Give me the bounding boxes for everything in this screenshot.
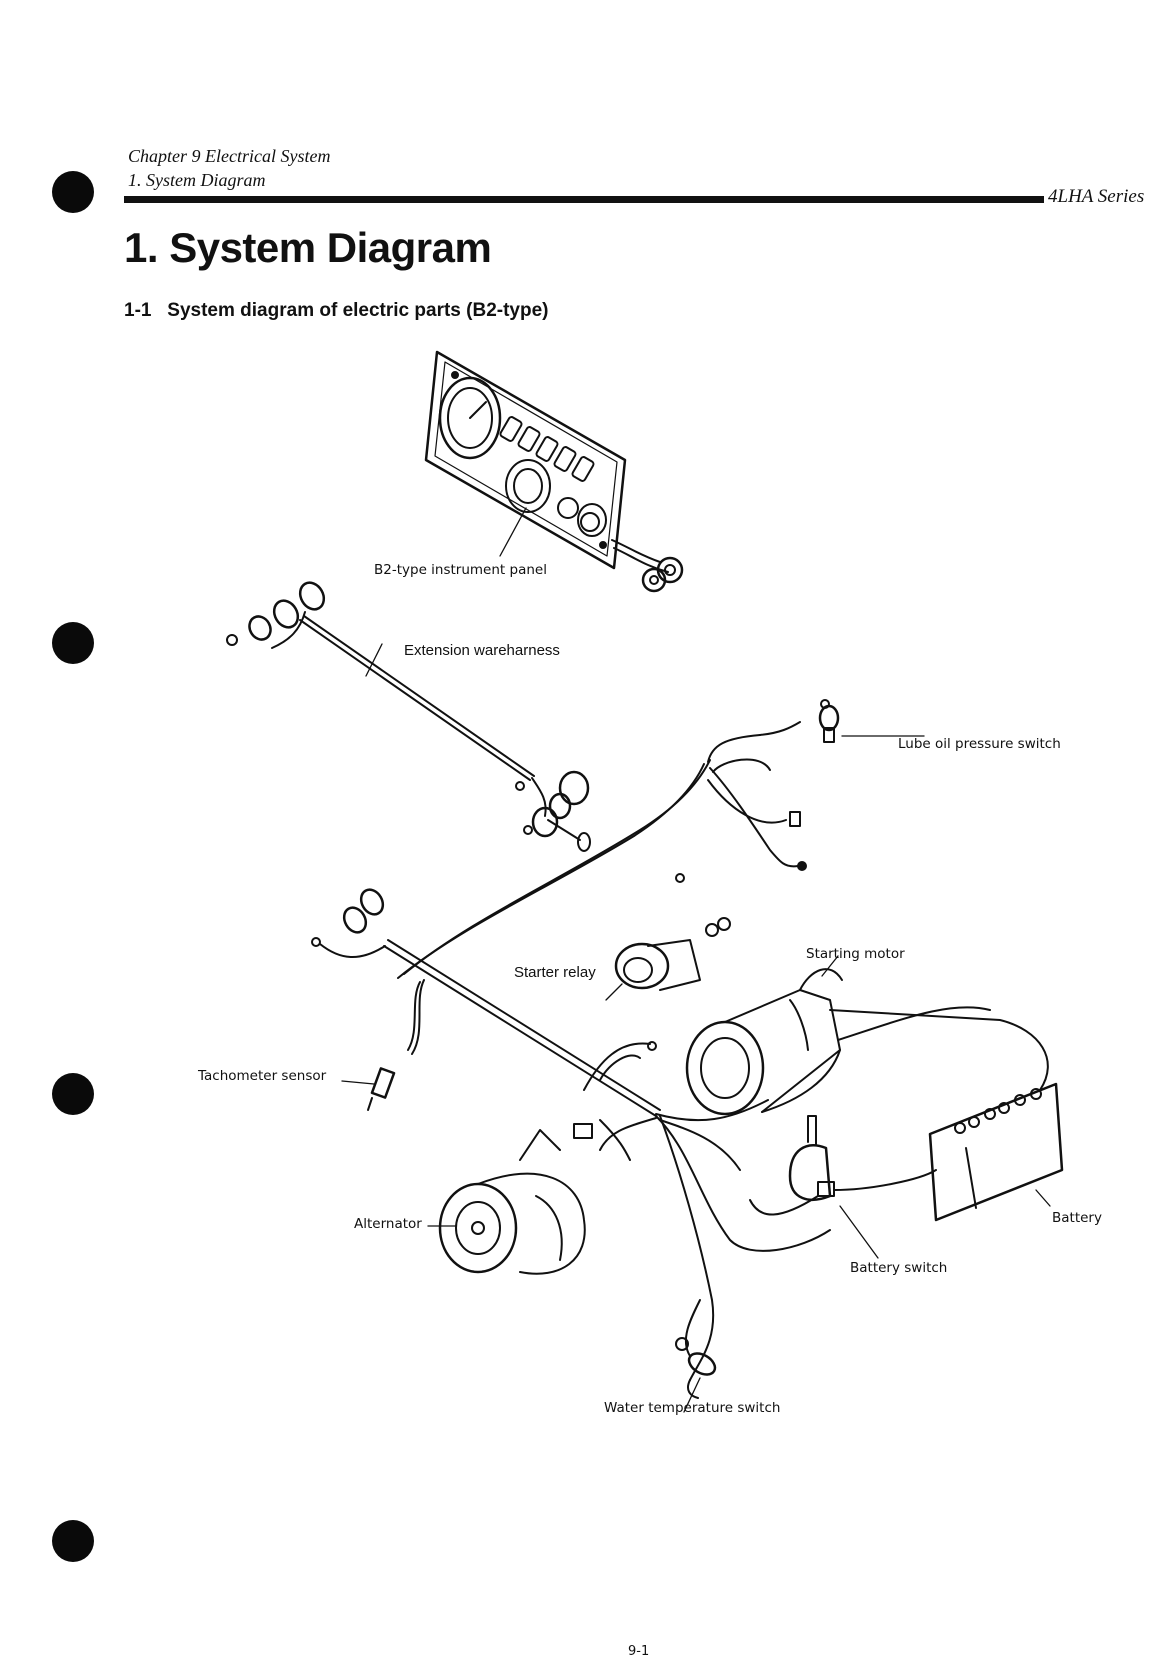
label-extension-harness: Extension wareharness <box>404 642 560 659</box>
label-tachometer-sensor: Tachometer sensor <box>198 1068 327 1084</box>
starter-relay-drawing <box>605 873 731 1001</box>
running-header-chapter: Chapter 9 Electrical System <box>128 146 331 166</box>
label-alternator: Alternator <box>354 1216 422 1232</box>
tachometer-sensor-drawing <box>341 1067 396 1111</box>
page-title: 1. System Diagram <box>124 224 492 271</box>
series-label: 4LHA Series <box>1048 186 1145 207</box>
label-water-temp-switch: Water temperature switch <box>604 1400 781 1416</box>
alternator-drawing <box>427 1119 631 1275</box>
instrument-panel-drawing <box>424 350 684 593</box>
label-instrument-panel: B2-type instrument panel <box>374 562 547 578</box>
page-number: 9-1 <box>628 1644 650 1659</box>
engine-harness-drawing <box>311 721 831 1399</box>
header-rule <box>124 196 1044 203</box>
label-starter-relay: Starter relay <box>514 964 596 981</box>
lube-oil-switch-drawing <box>818 699 925 743</box>
running-header-section: 1. System Diagram <box>128 170 266 190</box>
label-battery-switch: Battery switch <box>850 1260 948 1276</box>
binder-hole-4 <box>52 1520 94 1562</box>
battery-drawing <box>829 1009 1064 1222</box>
label-battery: Battery <box>1052 1210 1102 1226</box>
binder-hole-3 <box>52 1073 94 1115</box>
starting-motor-drawing <box>685 955 991 1116</box>
binder-hole-2 <box>52 622 94 664</box>
extension-harness-drawing <box>226 581 591 852</box>
section-subtitle: 1-1 System diagram of electric parts (B2… <box>124 300 549 321</box>
label-lube-oil-switch: Lube oil pressure switch <box>898 736 1061 752</box>
label-starting-motor: Starting motor <box>806 946 905 962</box>
water-temp-switch-drawing <box>675 1299 717 1413</box>
binder-hole-1 <box>52 171 94 213</box>
battery-switch-drawing <box>749 1115 937 1259</box>
